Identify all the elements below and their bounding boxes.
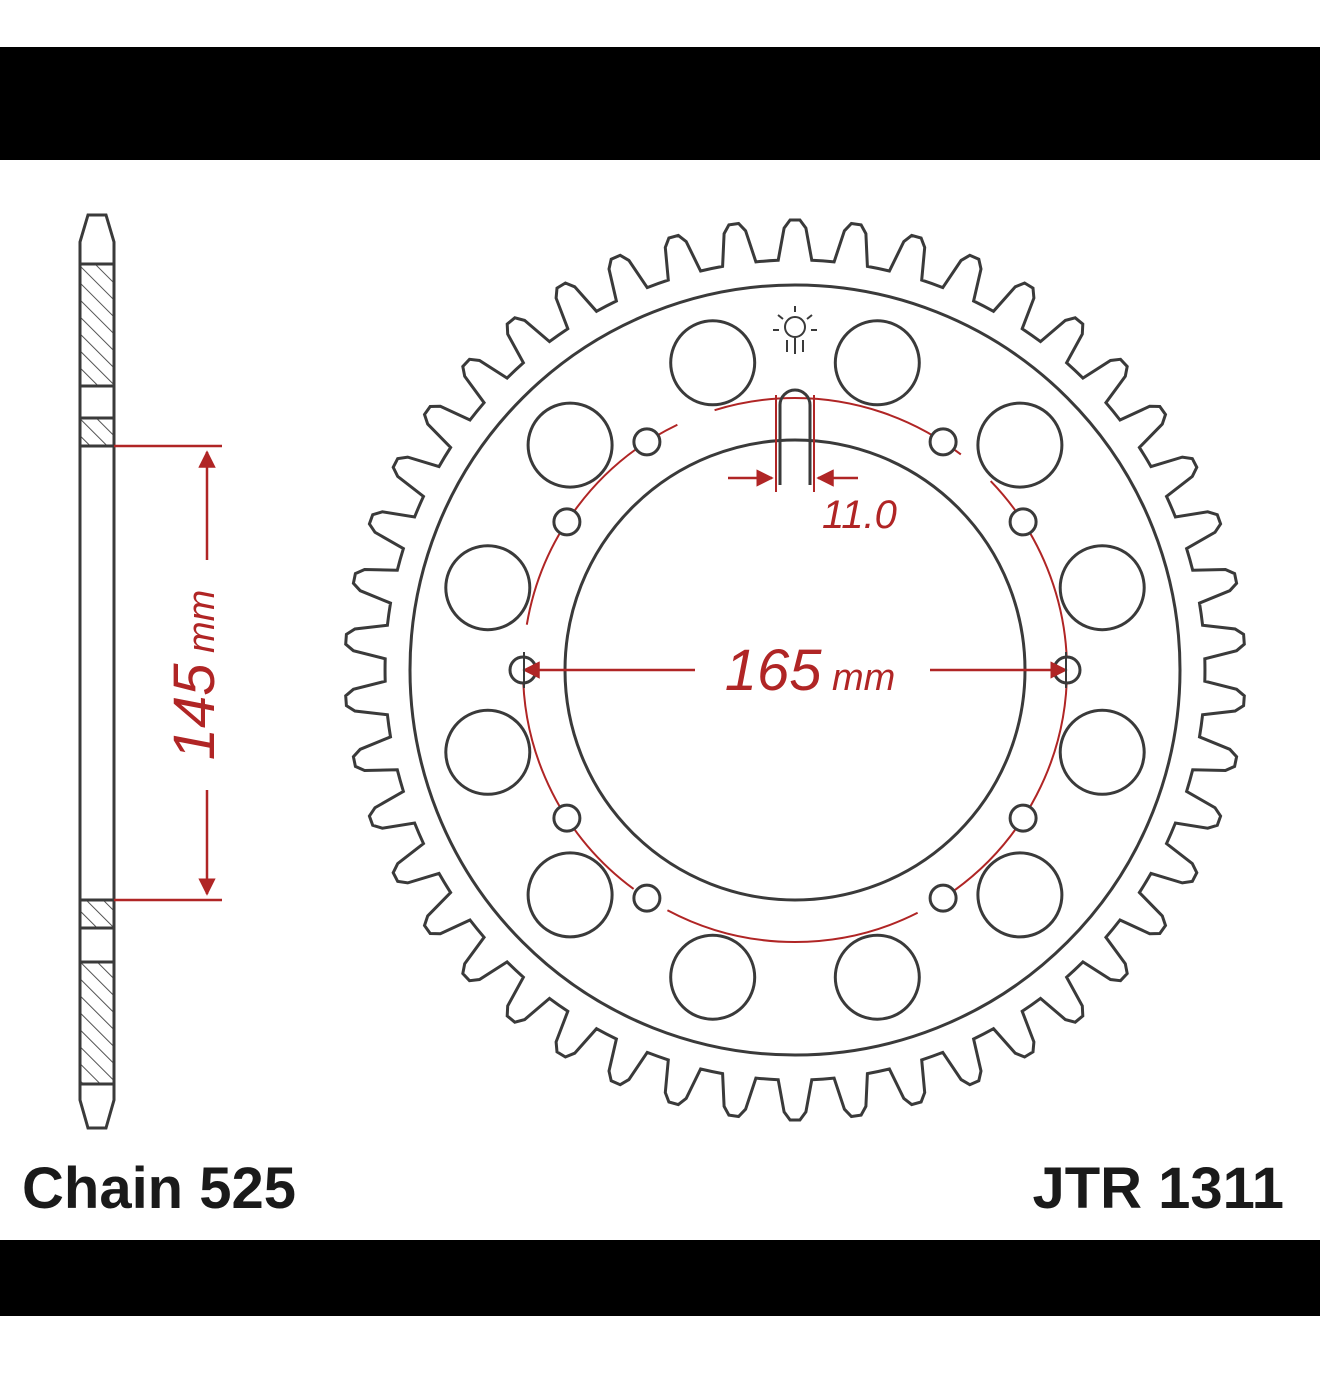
lightening-hole [444,708,532,796]
pcd-value: 165 [725,638,823,703]
lightening-hole [526,851,614,939]
lightening-hole [833,933,921,1021]
bolt-hole [552,803,582,833]
sprocket-technical-drawing: 145 mm 11.0 165 mm [78,213,1246,1130]
lightening-hole [1058,708,1146,796]
bolt-hole [632,427,662,457]
bolt-hole [928,427,958,457]
pcd-dimension: 165 mm [522,638,1068,703]
bolt-hole [928,883,958,913]
part-number-label: JTR 1311 [1032,1156,1284,1221]
bolt-hole [1008,507,1038,537]
bottom-black-bar [0,1240,1320,1316]
bolt-hole [1008,803,1038,833]
bolt-holes [508,427,1082,913]
hub-bore-value: 145 [162,663,227,761]
bolt-hole [632,883,662,913]
top-black-bar [0,47,1320,160]
lightening-holes [444,319,1146,1021]
lightening-hole [526,401,614,489]
lightening-hole [976,401,1064,489]
lightening-hole [669,933,757,1021]
lightening-hole [976,851,1064,939]
bolt-hole-dimension: 11.0 [728,388,897,537]
lightening-hole [444,544,532,632]
lightening-hole [1058,544,1146,632]
bolt-hole [552,507,582,537]
side-profile [78,213,116,1130]
jt-logo-icon [773,306,817,354]
chain-size-label: Chain 525 [22,1156,296,1221]
bolt-hole-value: 11.0 [822,493,897,537]
hub-bore-unit: mm [181,590,223,653]
pcd-unit: mm [832,657,895,699]
root-circle [408,283,1182,1057]
hub-dimension: 145 mm [114,444,227,902]
svg-text:165 mm: 165 mm [725,638,896,703]
svg-text:145 mm: 145 mm [162,590,227,761]
sprocket-teeth-outline [344,218,1246,1122]
lightening-hole [833,319,921,407]
lightening-hole [669,319,757,407]
